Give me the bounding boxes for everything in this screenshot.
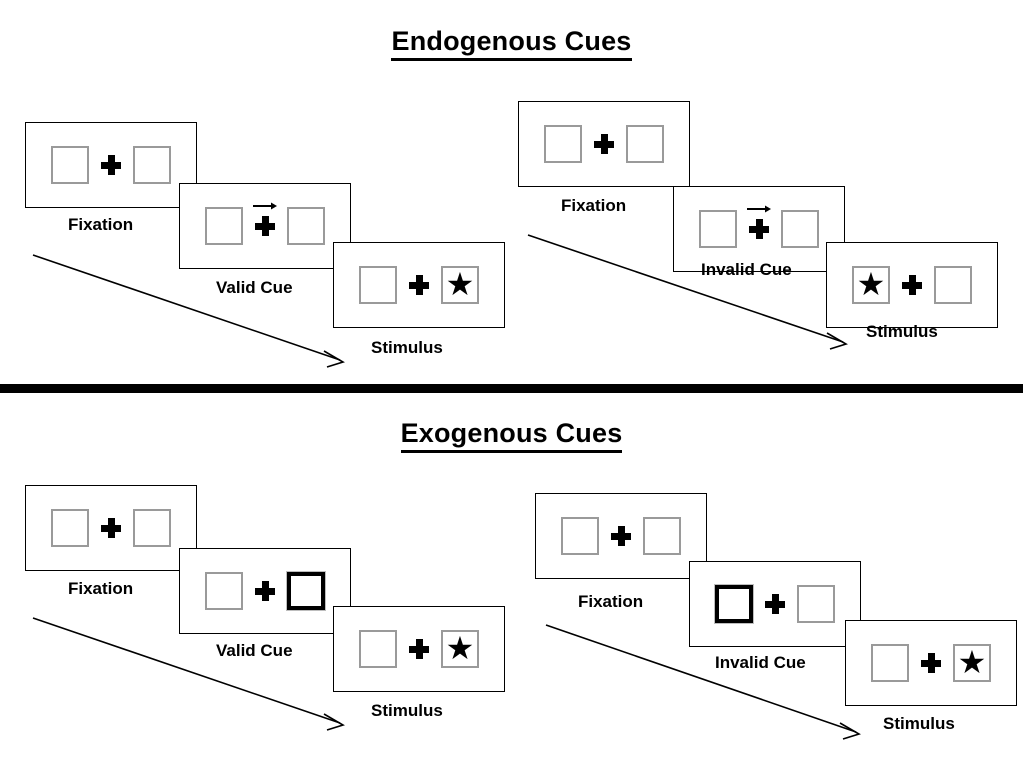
target-box-left: [544, 125, 582, 163]
section-title-exogenous: Exogenous Cues: [0, 418, 1023, 453]
stimulus-row: [544, 125, 664, 163]
target-box-right: [781, 210, 819, 248]
section-title-exogenous-text: Exogenous Cues: [400, 418, 623, 453]
fixation-cross-wrap: [397, 275, 441, 295]
cue-arrow-right-icon: [252, 201, 278, 211]
caption-exogenous-invalid-fixation: Fixation: [578, 592, 644, 611]
stimulus-row: ★: [359, 630, 479, 668]
fixation-cross-wrap: [243, 581, 287, 601]
target-box-left: [871, 644, 909, 682]
target-box-right: [133, 509, 171, 547]
section-title-endogenous-text: Endogenous Cues: [391, 26, 632, 61]
stimulus-row: [205, 572, 325, 610]
star-stimulus-icon: ★: [445, 630, 475, 666]
section-divider: [0, 384, 1023, 393]
target-box-right: [643, 517, 681, 555]
trial-frame-exogenous-valid-cue: [179, 548, 351, 634]
fixation-cross-wrap: [890, 275, 934, 295]
caption-endogenous-invalid-fixation: Fixation: [561, 196, 627, 215]
target-box-right: [287, 207, 325, 245]
caption-exogenous-invalid-cue: Invalid Cue: [715, 653, 806, 672]
stimulus-row: [715, 585, 835, 623]
trial-frame-endogenous-valid-fixation: [25, 122, 197, 208]
target-box-left: [359, 630, 397, 668]
caption-endogenous-valid-cue: Valid Cue: [216, 278, 293, 297]
target-box-right: [626, 125, 664, 163]
caption-exogenous-valid-stimulus: Stimulus: [371, 701, 443, 720]
fixation-cross-wrap: [243, 202, 287, 236]
star-stimulus-icon: ★: [957, 644, 987, 680]
caption-endogenous-valid-fixation: Fixation: [68, 215, 134, 234]
fixation-cross-wrap: [599, 526, 643, 546]
target-box-left: [205, 572, 243, 610]
caption-endogenous-valid-stimulus: Stimulus: [371, 338, 443, 357]
trial-frame-endogenous-invalid-stimulus: ★: [826, 242, 998, 328]
stimulus-row: [205, 202, 325, 245]
stimulus-row: ★: [359, 266, 479, 304]
fixation-cross-icon: [902, 275, 922, 295]
target-box-left: [205, 207, 243, 245]
caption-exogenous-valid-fixation: Fixation: [68, 579, 134, 598]
fixation-cross-icon: [409, 275, 429, 295]
trial-frame-exogenous-valid-fixation: [25, 485, 197, 571]
fixation-cross-icon: [765, 594, 785, 614]
stimulus-row: [561, 517, 681, 555]
fixation-cross-wrap: [737, 205, 781, 239]
fixation-cross-icon: [255, 216, 275, 236]
fixation-cross-wrap: [89, 518, 133, 538]
trial-frame-endogenous-valid-stimulus: ★: [333, 242, 505, 328]
stimulus-row: [51, 509, 171, 547]
fixation-cross-wrap: [909, 653, 953, 673]
target-box-right: [133, 146, 171, 184]
target-box-left: [359, 266, 397, 304]
caption-endogenous-invalid-stimulus: Stimulus: [866, 322, 938, 341]
trial-frame-exogenous-invalid-fixation: [535, 493, 707, 579]
target-box-left: ★: [852, 266, 890, 304]
star-stimulus-icon: ★: [445, 266, 475, 302]
cue-arrow-right-icon: [746, 204, 772, 214]
target-box-right: [934, 266, 972, 304]
target-box-right: ★: [441, 630, 479, 668]
fixation-cross-icon: [594, 134, 614, 154]
trial-frame-exogenous-invalid-stimulus: ★: [845, 620, 1017, 706]
fixation-cross-icon: [101, 518, 121, 538]
trial-frame-exogenous-valid-stimulus: ★: [333, 606, 505, 692]
target-box-left: [51, 146, 89, 184]
fixation-cross-wrap: [89, 155, 133, 175]
stimulus-row: [51, 146, 171, 184]
target-box-right: ★: [441, 266, 479, 304]
fixation-cross-wrap: [753, 594, 797, 614]
section-title-endogenous: Endogenous Cues: [0, 26, 1023, 61]
target-box-right: [797, 585, 835, 623]
target-box-left: [51, 509, 89, 547]
target-box-left: [561, 517, 599, 555]
fixation-cross-wrap: [582, 134, 626, 154]
target-box-left: [699, 210, 737, 248]
target-box-right-cued: [287, 572, 325, 610]
target-box-right: ★: [953, 644, 991, 682]
fixation-cross-icon: [749, 219, 769, 239]
fixation-cross-icon: [921, 653, 941, 673]
caption-endogenous-invalid-cue: Invalid Cue: [701, 260, 792, 279]
trial-frame-exogenous-invalid-cue: [689, 561, 861, 647]
trial-frame-endogenous-invalid-fixation: [518, 101, 690, 187]
stimulus-row: ★: [852, 266, 972, 304]
fixation-cross-icon: [409, 639, 429, 659]
trial-frame-endogenous-valid-cue: [179, 183, 351, 269]
fixation-cross-wrap: [397, 639, 441, 659]
star-stimulus-icon: ★: [856, 266, 886, 302]
fixation-cross-icon: [611, 526, 631, 546]
fixation-cross-icon: [101, 155, 121, 175]
caption-exogenous-valid-cue: Valid Cue: [216, 641, 293, 660]
stimulus-row: ★: [871, 644, 991, 682]
stimulus-row: [699, 205, 819, 248]
caption-exogenous-invalid-stimulus: Stimulus: [883, 714, 955, 733]
fixation-cross-icon: [255, 581, 275, 601]
target-box-left-cued: [715, 585, 753, 623]
